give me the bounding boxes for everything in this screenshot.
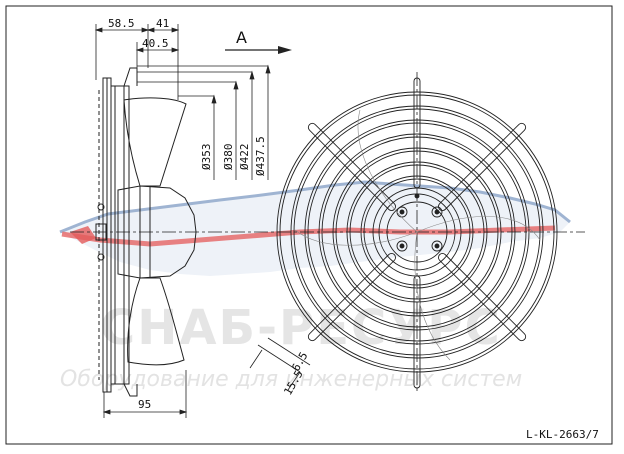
dim-58-5: 58.5 [108,17,135,30]
dia-353: Ø353 [200,144,213,171]
dia-380: Ø380 [222,144,235,171]
view-arrow-head [278,46,292,54]
dim-40-5: 40.5 [142,37,169,50]
dia-422: Ø422 [238,144,251,171]
watermark-brand: СНАБ-РЕСУРС [100,300,502,356]
watermark-map [59,180,571,276]
fan-front-view [276,72,558,392]
diameter-dimensions [137,64,271,180]
drawing-code: L-KL-2663/7 [526,428,599,441]
view-label: A [236,28,247,47]
dim-41: 41 [156,17,169,30]
drawing-frame [5,5,613,445]
top-dimensions [94,24,180,100]
bottom-dimension [102,370,188,418]
dim-95: 95 [138,398,151,411]
dia-437-5: Ø437.5 [254,136,267,176]
grille-wire-dimension [249,337,311,391]
